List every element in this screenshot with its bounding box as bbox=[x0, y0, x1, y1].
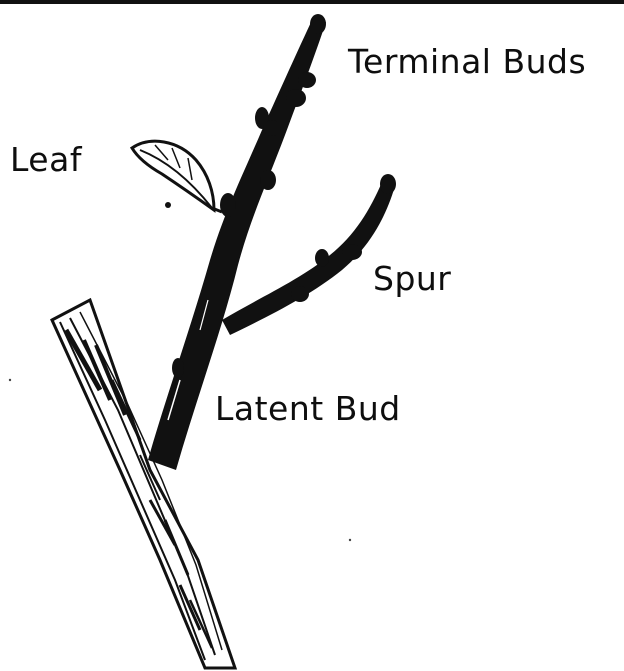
label-terminal-buds: Terminal Buds bbox=[348, 45, 586, 78]
label-leaf: Leaf bbox=[10, 143, 82, 176]
label-spur: Spur bbox=[373, 262, 451, 295]
leaf-shape bbox=[132, 141, 222, 212]
label-latent-bud: Latent Bud bbox=[215, 392, 401, 425]
ink-speck bbox=[9, 379, 11, 381]
ink-speck bbox=[165, 202, 171, 208]
ink-speck bbox=[349, 539, 351, 541]
